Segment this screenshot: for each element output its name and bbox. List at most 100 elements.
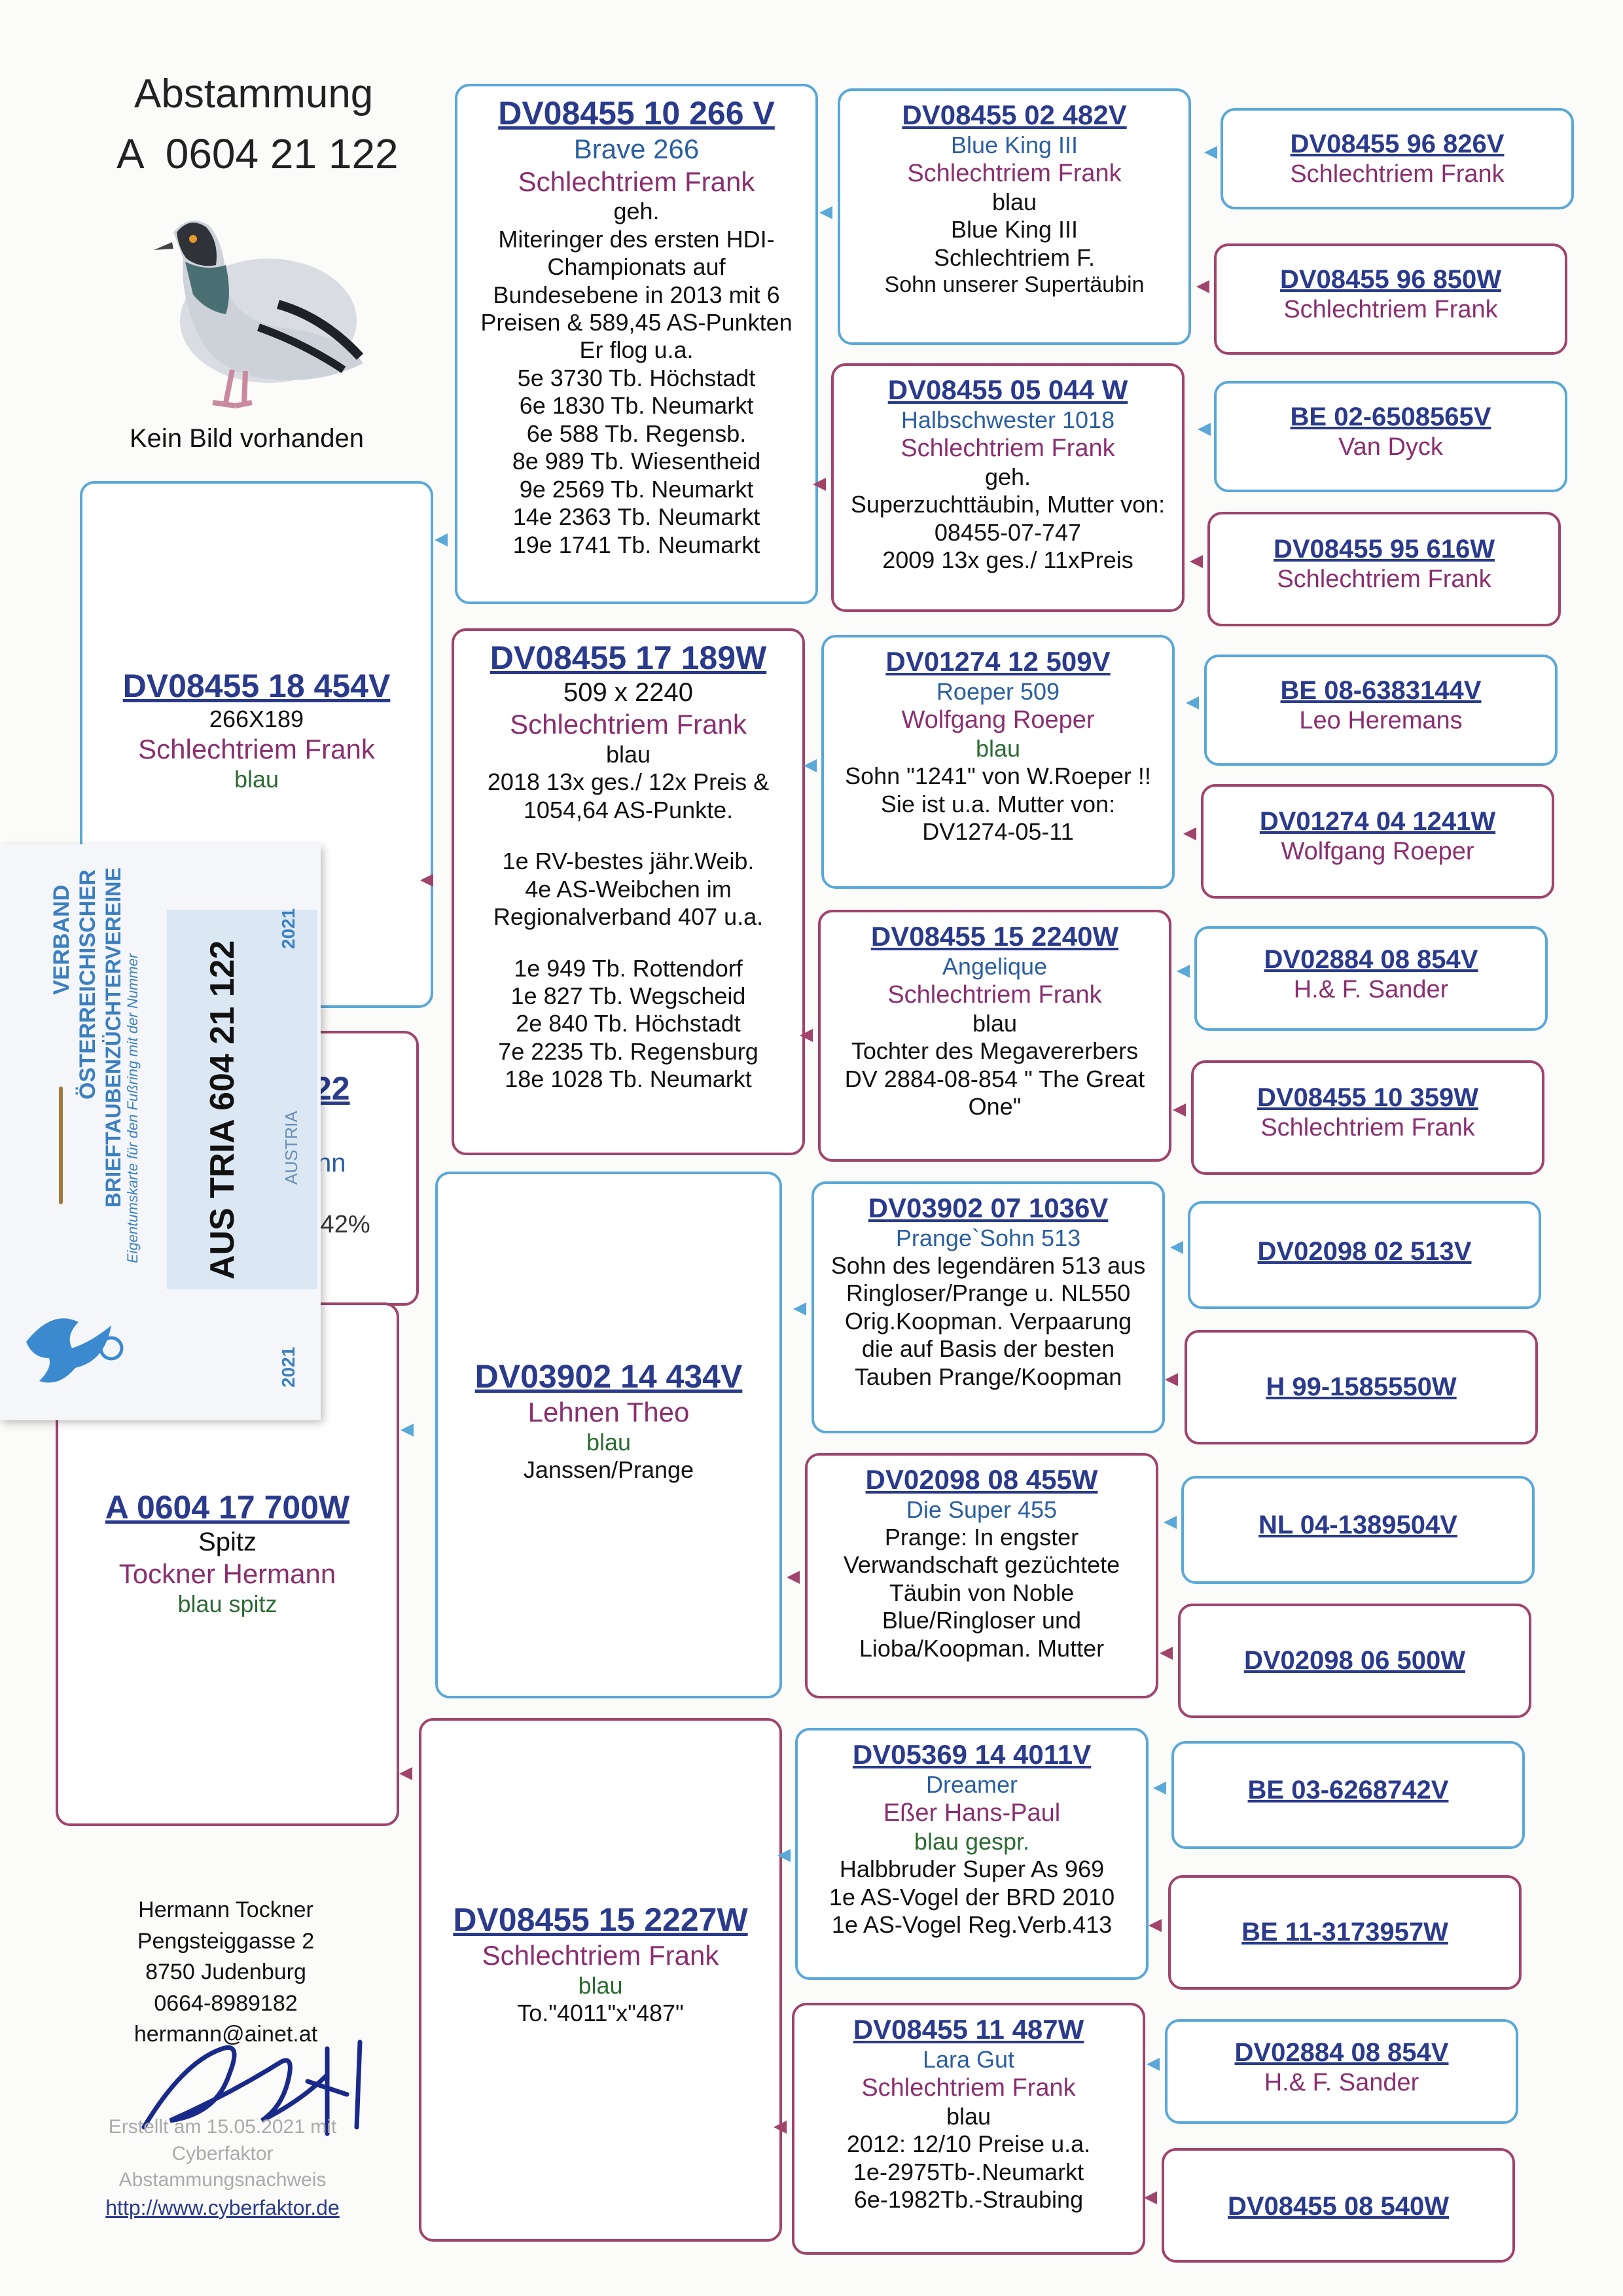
- gen5-box-14[interactable]: BE 11-3173957W: [1168, 1875, 1522, 1990]
- gen5-box-15[interactable]: DV02884 08 854V H.& F. Sander: [1165, 2019, 1518, 2124]
- pigeon-name: Brave 266: [573, 134, 700, 164]
- pigeon-name: Blue King III: [950, 131, 1079, 158]
- note-line: Superzuchttäubin, Mutter von:: [850, 491, 1166, 518]
- gen5-box-6[interactable]: DV01274 04 1241W Wolfgang Roeper: [1201, 784, 1554, 899]
- pigeon-name: Die Super 455: [906, 1496, 1058, 1523]
- gen5-box-3[interactable]: BE 02-6508565V Van Dyck: [1214, 381, 1567, 492]
- pigeon-name: Prange`Sohn 513: [895, 1224, 1081, 1251]
- ring-number: DV03902 14 434V: [474, 1358, 743, 1395]
- connector-arrow: [1165, 1373, 1178, 1386]
- breeder-name: Schlechtriem Frank: [901, 435, 1115, 463]
- gen4-box-e[interactable]: DV03902 07 1036V Prange`Sohn 513 Sohn de…: [812, 1181, 1165, 1433]
- connector-arrow: [1153, 1782, 1166, 1795]
- ring-number: DV08455 17 189W: [490, 639, 767, 676]
- breeder-name: Tockner Hermann: [118, 1558, 336, 1590]
- ownership-card: VERBAND ÖSTERREICHISCHER BRIEFTAUBENZÜCH…: [0, 844, 321, 1420]
- ring-number: DV02098 02 513V: [1257, 1237, 1472, 1266]
- note-line: DV 2884-08-854 " The Great: [844, 1065, 1145, 1092]
- grandparent-box-3[interactable]: DV03902 14 434V Lehnen Theo blau Janssen…: [435, 1172, 782, 1698]
- credit-link[interactable]: http://www.cyberfaktor.de: [105, 2195, 340, 2219]
- credit-line: Cyberfaktor: [171, 2142, 274, 2164]
- gen4-box-a[interactable]: DV08455 02 482V Blue King III Schlechtri…: [838, 88, 1191, 345]
- note-line: 4e AS-Weibchen im: [525, 875, 732, 903]
- connector-arrow: [819, 206, 832, 219]
- note-line: Sohn unserer Supertäubin: [884, 272, 1145, 298]
- note-line: 2009 13x ges./ 11xPreis: [882, 547, 1133, 574]
- connector-arrow: [777, 1849, 791, 1862]
- gen4-box-f[interactable]: DV02098 08 455W Die Super 455 Prange: In…: [805, 1453, 1158, 1698]
- grandparent-box-1[interactable]: DV08455 10 266 V Brave 266 Schlechtriem …: [455, 84, 818, 604]
- breeder-name: Schlechtriem Frank: [482, 1940, 719, 1971]
- pigeon-color: blau: [975, 734, 1021, 762]
- ring-number: DV08455 96 826V: [1290, 130, 1505, 158]
- card-pin-icon: [59, 1086, 63, 1204]
- breeder-name: Schlechtriem Frank: [510, 709, 747, 740]
- card-number-panel: [167, 910, 317, 1289]
- note-line: 14e 2363 Tb. Neumarkt: [512, 503, 760, 531]
- ring-number: DV02098 08 455W: [865, 1464, 1098, 1495]
- gen5-box-4[interactable]: DV08455 95 616W Schlechtriem Frank: [1207, 512, 1561, 626]
- gen4-box-h[interactable]: DV08455 11 487W Lara Gut Schlechtriem Fr…: [792, 2003, 1145, 2255]
- breeder-name: H.& F. Sander: [1293, 976, 1449, 1004]
- note-line: 7e 2235 Tb. Regensburg: [498, 1037, 758, 1065]
- gen5-box-16[interactable]: DV08455 08 540W: [1162, 2148, 1515, 2263]
- header-ring: A 0604 21 122: [116, 130, 399, 177]
- connector-arrow: [420, 874, 433, 887]
- gen5-box-1[interactable]: DV08455 96 826V Schlechtriem Frank: [1221, 108, 1574, 209]
- connector-arrow: [435, 533, 448, 547]
- ring-number: DV05369 14 4011V: [852, 1739, 1092, 1770]
- gen5-box-7[interactable]: DV02884 08 854V H.& F. Sander: [1194, 926, 1548, 1031]
- credit-line: Erstellt am 15.05.2021 mit: [108, 2116, 337, 2138]
- gen5-box-13[interactable]: BE 03-6268742V: [1171, 1741, 1525, 1849]
- breeder-name: Schlechtriem Frank: [1283, 296, 1498, 324]
- note-line: Verwandschaft gezüchtete: [843, 1551, 1120, 1579]
- connector-arrow: [1164, 1516, 1177, 1529]
- pigeon-name: nn: [317, 1149, 346, 1177]
- pigeon-color: blau: [946, 2102, 991, 2130]
- connector-arrow: [1186, 696, 1199, 709]
- gen5-box-2[interactable]: DV08455 96 850W Schlechtriem Frank: [1214, 243, 1567, 355]
- gen5-box-8[interactable]: DV08455 10 359W Schlechtriem Frank: [1191, 1060, 1544, 1175]
- note-line: 1e 827 Tb. Wegscheid: [510, 982, 746, 1010]
- note-line: 2018 13x ges./ 12x Preis &: [487, 768, 770, 796]
- pigeon-name: Halbschwester 1018: [901, 406, 1115, 433]
- gen5-box-12[interactable]: DV02098 06 500W: [1178, 1604, 1531, 1718]
- note-line: die auf Basis der besten: [861, 1335, 1115, 1363]
- gen5-box-9[interactable]: DV02098 02 513V: [1188, 1201, 1541, 1309]
- note-line: Tochter des Megavererbers: [851, 1037, 1139, 1065]
- connector-arrow: [804, 759, 817, 772]
- note-line: Tauben Prange/Koopman: [854, 1363, 1122, 1390]
- card-country: AUSTRIA: [281, 1111, 301, 1185]
- grandparent-box-2[interactable]: DV08455 17 189W 509 x 2240 Schlechtriem …: [452, 628, 805, 1155]
- note-line: Preisen & 589,45 AS-Punkten: [480, 308, 793, 336]
- pigeon-name: 509 x 2240: [563, 678, 693, 707]
- note-line: 2e 840 Tb. Höchstadt: [516, 1010, 741, 1037]
- pigeon-name: Roeper 509: [936, 677, 1060, 705]
- ring-number: BE 02-6508565V: [1290, 403, 1491, 431]
- gen4-box-b[interactable]: DV08455 05 044 W Halbschwester 1018 Schl…: [831, 363, 1185, 612]
- breeder-name: Schlechtriem Frank: [138, 734, 375, 765]
- ring-number: DV03902 07 1036V: [868, 1193, 1109, 1223]
- note-line: Halbbruder Super As 969: [839, 1856, 1105, 1883]
- note-line: 1e RV-bestes jähr.Weib.: [502, 848, 755, 875]
- breeder-name: Schlechtriem Frank: [907, 160, 1122, 188]
- grandparent-box-4[interactable]: DV08455 15 2227W Schlechtriem Frank blau…: [419, 1718, 782, 2242]
- gen5-box-10[interactable]: H 99-1585550W: [1185, 1330, 1538, 1444]
- gen4-box-c[interactable]: DV01274 12 509V Roeper 509 Wolfgang Roep…: [821, 635, 1175, 889]
- credit-block: Erstellt am 15.05.2021 mit Cyberfaktor A…: [72, 2114, 373, 2222]
- note-line: Championats auf: [547, 253, 726, 281]
- owner-name: Hermann Tockner: [138, 1897, 313, 1922]
- note-line: 1e AS-Vogel Reg.Verb.413: [831, 1911, 1113, 1939]
- note-line: 08455-07-747: [934, 518, 1082, 546]
- owner-email[interactable]: hermann@ainet.at: [134, 2022, 318, 2047]
- pigeon-image: [154, 221, 364, 408]
- note-line: 18e 1028 Tb. Neumarkt: [505, 1066, 752, 1093]
- note-line: Bundesebene in 2013 mit 6: [493, 281, 780, 308]
- gen4-box-g[interactable]: DV05369 14 4011V Dreamer Eßer Hans-Paul …: [795, 1728, 1149, 1980]
- gen5-box-11[interactable]: NL 04-1389504V: [1181, 1476, 1535, 1584]
- ring-number: DV01274 12 509V: [885, 646, 1111, 677]
- gen4-box-d[interactable]: DV08455 15 2240W Angelique Schlechtriem …: [818, 910, 1171, 1162]
- breeder-name: Lehnen Theo: [527, 1397, 690, 1427]
- ring-number: BE 08-6383144V: [1280, 676, 1482, 705]
- gen5-box-5[interactable]: BE 08-6383144V Leo Heremans: [1204, 655, 1558, 766]
